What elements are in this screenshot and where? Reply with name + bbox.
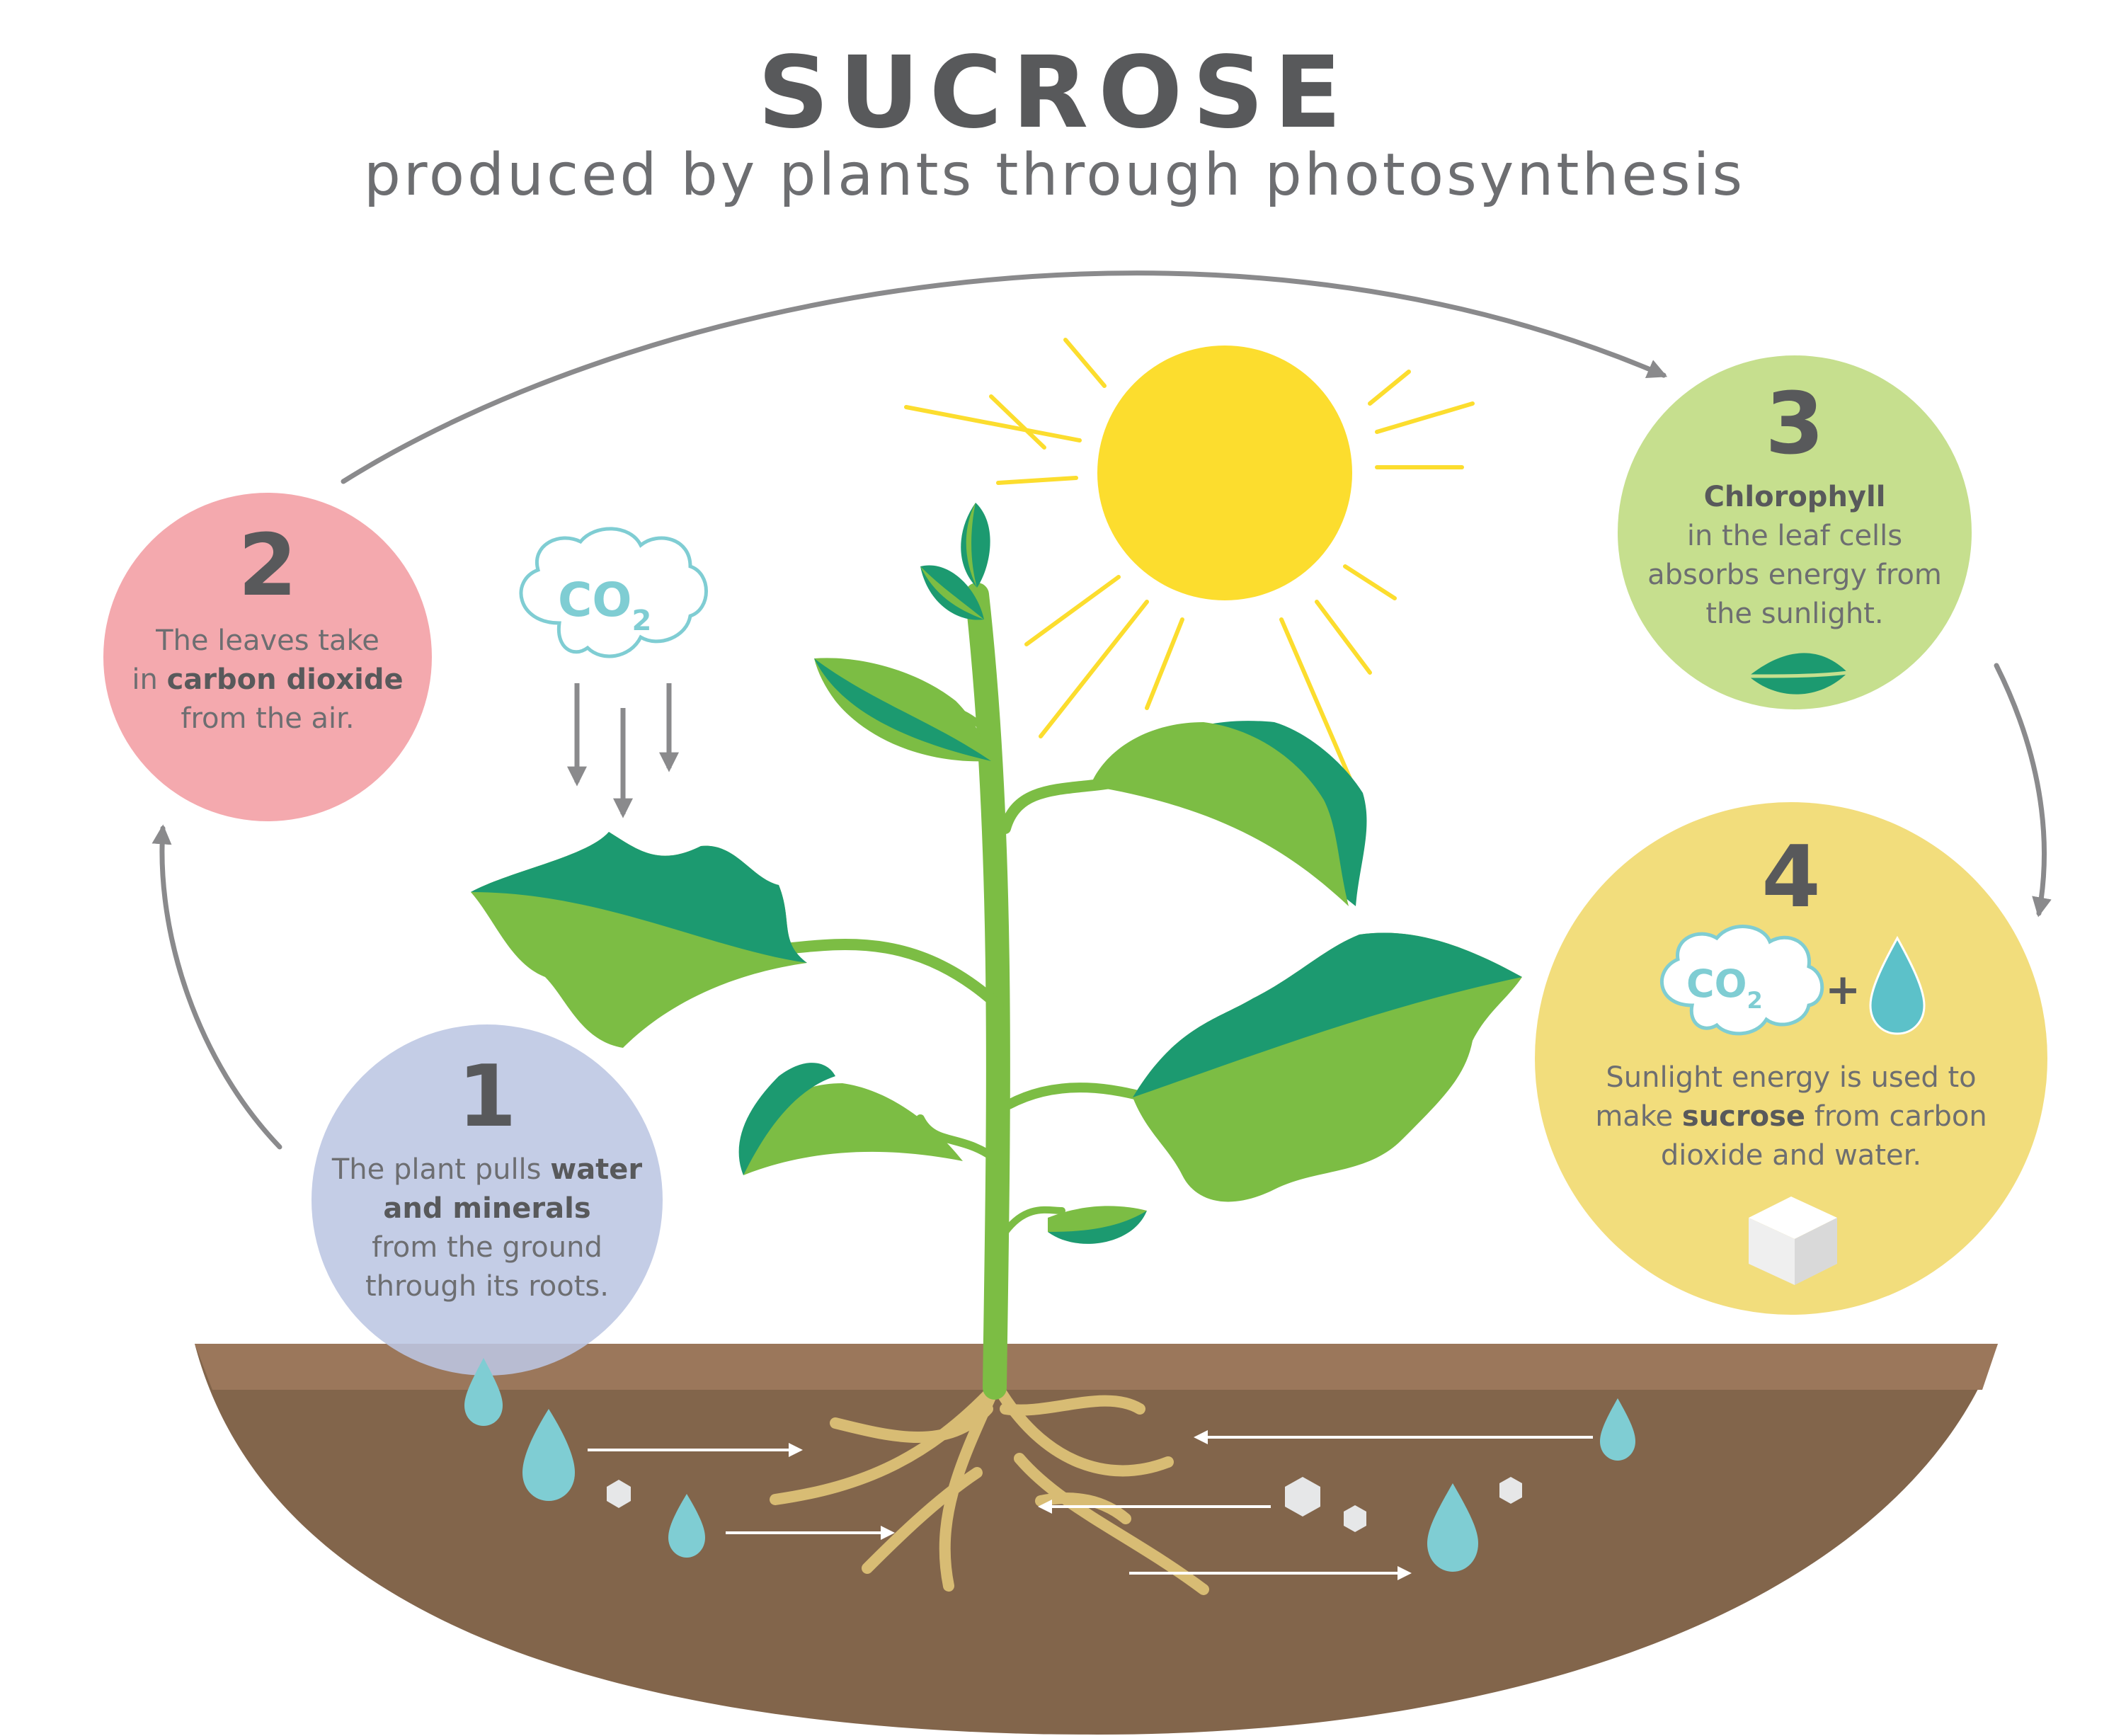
step-text-segment: The plant pulls (331, 1153, 551, 1186)
step-3-number: 3 (1765, 375, 1824, 474)
step-1-circle (312, 1024, 663, 1376)
step-4-line: make sucrose from carbon (1579, 1097, 2004, 1136)
equation-co2-cloud-icon: CO2 (1659, 925, 1824, 1036)
arrow-2-to-3 (341, 270, 1668, 484)
step-1-line: and minerals (312, 1189, 663, 1228)
arrow-1-to-2 (152, 824, 282, 1150)
step-text-segment: Sunlight energy is used to (1606, 1061, 1977, 1094)
step-text-bold: carbon dioxide (166, 663, 404, 696)
co2-cloud-text: CO2 (558, 573, 651, 637)
step-text-bold: Chlorophyll (1703, 481, 1886, 513)
equation-plus: + (1825, 965, 1861, 1015)
step-1-number: 1 (457, 1048, 517, 1146)
step-3-line: Chlorophyll (1625, 478, 1965, 517)
step-text-segment: through its roots. (365, 1270, 609, 1303)
step-4-circle (1535, 802, 2047, 1315)
plant-leaves (471, 503, 1522, 1244)
co2-down-arrows (567, 683, 679, 818)
sun-icon (904, 338, 1475, 802)
step-text-segment: dioxide and water. (1660, 1139, 1922, 1172)
step-2-line: from the air. (103, 699, 432, 738)
soil (195, 1344, 1998, 1735)
co2-cloud-icon: CO2 (519, 527, 708, 658)
equation-water-drop-icon (1869, 935, 1926, 1035)
step-3-line: absorbs energy from (1625, 556, 1965, 595)
step-text-segment: make (1595, 1100, 1682, 1133)
step-text-segment: from the air. (181, 702, 355, 735)
plant-stem (780, 583, 1152, 1400)
step-text-bold: sucrose (1681, 1100, 1805, 1133)
step-4-line: Sunlight energy is used to (1579, 1058, 2004, 1097)
step-2-line: The leaves take (103, 622, 432, 661)
step-2-number: 2 (238, 517, 297, 615)
sugar-cube-icon (1749, 1197, 1837, 1285)
step-3-line: in the leaf cells (1625, 517, 1965, 556)
step-4-number: 4 (1761, 828, 1821, 927)
step-3-text: Chlorophyll in the leaf cells absorbs ener… (1625, 478, 1965, 634)
arrow-3-to-4 (1994, 663, 2052, 918)
step-1-line: through its roots. (312, 1267, 663, 1306)
equation-co2-text: CO2 (1686, 961, 1763, 1014)
step-text-segment: in (132, 663, 167, 696)
leaf-icon (1748, 653, 1848, 695)
step-2-circle (103, 493, 432, 821)
step-1-line: from the ground (312, 1228, 663, 1267)
step-text-bold: and minerals (383, 1192, 591, 1225)
water-drop-icon (464, 1358, 1635, 1572)
soil-arrows (588, 1430, 1593, 1580)
step-text-bold: water (550, 1153, 643, 1186)
mineral-hexagon-icon (607, 1477, 1522, 1532)
step-text-segment: in the leaf cells (1686, 520, 1903, 552)
page-title: SUCROSE (758, 35, 1351, 151)
step-4-line: dioxide and water. (1579, 1136, 2004, 1175)
step-3-circle (1618, 355, 1972, 709)
step-2-line: in carbon dioxide (103, 661, 432, 699)
step-text-segment: from the ground (372, 1231, 602, 1264)
step-text-segment: The leaves take (156, 624, 379, 657)
step-text-segment: from carbon (1805, 1100, 1987, 1133)
step-text-segment: absorbs energy from (1647, 559, 1942, 591)
step-text-segment: the sunlight. (1705, 598, 1884, 630)
step-3-line: the sunlight. (1625, 595, 1965, 634)
roots (770, 1382, 1209, 1595)
step-1-line: The plant pulls water (312, 1150, 663, 1189)
cycle-arrows (152, 270, 2052, 1150)
page-subtitle: produced by plants through photosynthesi… (363, 142, 1746, 209)
